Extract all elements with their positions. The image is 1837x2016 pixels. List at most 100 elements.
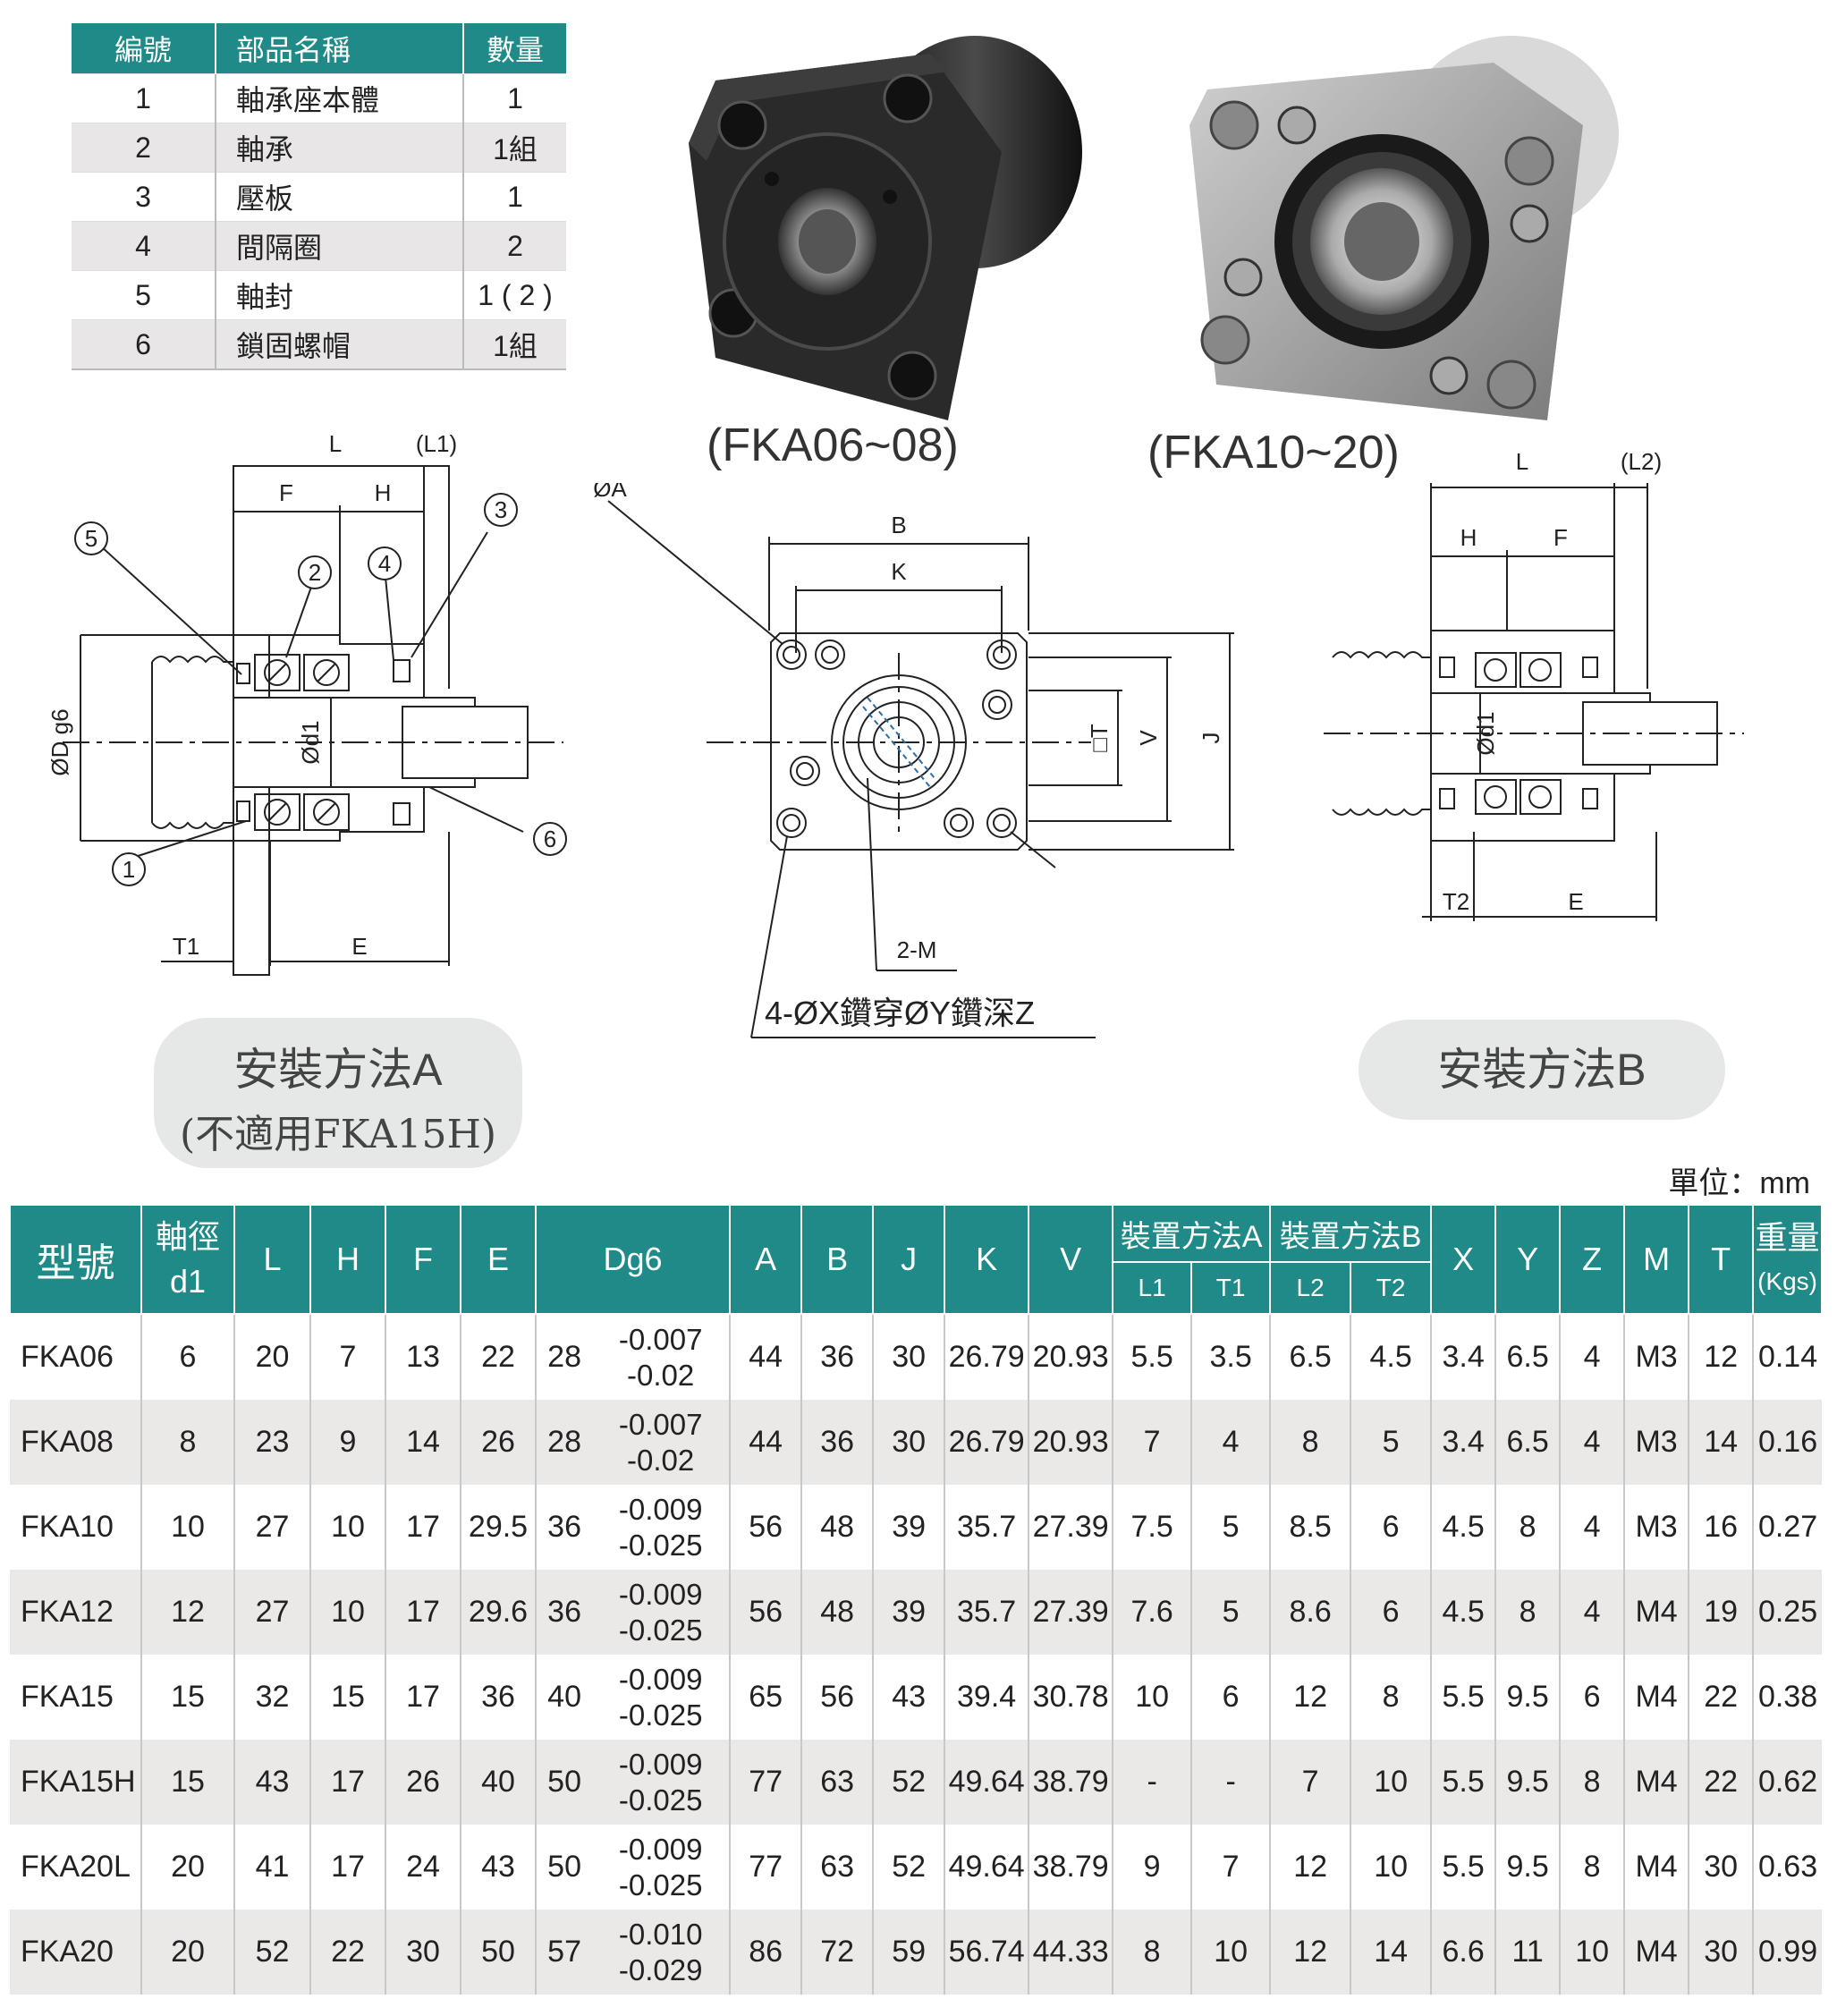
parts-cell-no: 6	[72, 319, 216, 369]
cell-v: 27.39	[1029, 1485, 1114, 1570]
parts-cell-name: 軸承	[216, 123, 464, 173]
parts-cell-qty: 1	[463, 172, 566, 222]
cell-b: 36	[801, 1400, 875, 1485]
parts-cell-name: 鎖固螺帽	[216, 319, 464, 369]
mount-a-drawing: 5 2 4 3 1 6 L (L1) F H T1 E ØD g6 Ød1	[47, 430, 567, 976]
header-v: V	[1028, 1204, 1114, 1315]
tolerance-lower: -0.025	[618, 1698, 703, 1732]
cell-j: 52	[873, 1740, 946, 1825]
cell-m: M4	[1624, 1570, 1690, 1655]
cell-w: 0.63	[1757, 1850, 1818, 1884]
cell-model: FKA12	[10, 1570, 142, 1655]
header-l1: L1	[1112, 1261, 1193, 1315]
cell-h: 17	[310, 1740, 386, 1825]
cell-d: 36	[536, 1570, 593, 1655]
cell-y: 6.5	[1495, 1314, 1562, 1400]
callout-4: 4	[378, 550, 391, 577]
cell-t: 12	[1689, 1314, 1755, 1400]
cell-h: 7	[310, 1314, 386, 1400]
cell-t: 30	[1689, 1825, 1755, 1910]
cell-d: 40	[547, 1680, 581, 1714]
cell-h: 10	[310, 1485, 386, 1570]
cell-e: 29.5	[461, 1485, 537, 1570]
cell-dg6-tolerance: -0.009-0.025	[592, 1825, 732, 1910]
cell-j: 43	[873, 1655, 946, 1740]
parts-cell-no: 5	[72, 270, 216, 320]
cell-dg6-tolerance: -0.009-0.025	[592, 1570, 732, 1655]
cell-l2: 6.5	[1270, 1314, 1352, 1400]
header-m: M	[1623, 1204, 1690, 1315]
dim-label-e: E	[1568, 888, 1583, 915]
cell-d: 50	[536, 1740, 593, 1825]
cell-t2: 6	[1350, 1570, 1433, 1655]
cell-y: 11	[1495, 1910, 1562, 1995]
cell-d1: 20	[141, 1825, 235, 1910]
cell-w: 0.14	[1757, 1340, 1818, 1374]
header-shaft: 軸徑 d1	[140, 1204, 235, 1315]
header-weight-line2: (Kgs)	[1757, 1266, 1817, 1295]
cell-t1: 5	[1191, 1485, 1272, 1570]
header-k: K	[944, 1204, 1030, 1315]
cell-t1: 10	[1191, 1910, 1272, 1995]
cell-b: 56	[801, 1655, 875, 1740]
cell-l: 43	[234, 1740, 311, 1825]
cell-k: 26.79	[944, 1400, 1030, 1485]
cell-z: 8	[1560, 1740, 1626, 1825]
cell-dg6-tolerance: -0.010-0.029	[592, 1910, 732, 1995]
cell-l2: 8	[1270, 1400, 1352, 1485]
cell-l2: 12	[1270, 1910, 1352, 1995]
cell-v: 38.79	[1029, 1825, 1114, 1910]
cell-t2: 10	[1350, 1740, 1433, 1825]
cell-z: 4	[1560, 1314, 1626, 1400]
spec-table: 型號 軸徑 d1 L H F E Dg6 A B J K V 裝置方法A 裝置方…	[9, 1204, 1823, 1995]
cell-x: 3.4	[1431, 1314, 1497, 1400]
cell-d: 28	[547, 1340, 581, 1374]
cell-y: 9.5	[1495, 1825, 1562, 1910]
mount-method-a-title: 安裝方法A	[233, 1045, 443, 1095]
cell-k: 56.74	[944, 1910, 1030, 1995]
cell-t2: 6	[1350, 1485, 1433, 1570]
cell-x: 4.5	[1431, 1570, 1497, 1655]
cell-d1: 8	[141, 1400, 235, 1485]
header-e: E	[460, 1204, 537, 1315]
cell-v: 38.79	[1029, 1740, 1114, 1825]
cell-h: 15	[310, 1655, 386, 1740]
cell-t: 22	[1689, 1655, 1755, 1740]
cell-d1: 15	[141, 1655, 235, 1740]
cell-k: 49.64	[944, 1825, 1030, 1910]
cell-model: FKA20L	[10, 1825, 142, 1910]
tolerance-lower: -0.02	[627, 1358, 695, 1392]
cell-w: 0.27	[1757, 1510, 1818, 1544]
cell-l1: 5.5	[1113, 1314, 1193, 1400]
tolerance-upper: -0.009	[618, 1662, 703, 1696]
cell-t2: 4.5	[1350, 1314, 1433, 1400]
cell-l1: -	[1113, 1740, 1193, 1825]
tolerance-lower: -0.025	[618, 1783, 703, 1817]
parts-cell-name: 軸承座本體	[216, 73, 464, 123]
cell-dg6-tolerance: -0.007-0.02	[592, 1314, 732, 1400]
cell-x: 3.4	[1431, 1400, 1497, 1485]
cell-f: 26	[385, 1740, 461, 1825]
tolerance-upper: -0.009	[618, 1747, 703, 1781]
spec-header-row-1: 型號 軸徑 d1 L H F E Dg6 A B J K V 裝置方法A 裝置方…	[9, 1204, 1823, 1315]
mount-method-b-pill: 安裝方法B	[1359, 1020, 1725, 1120]
cell-t2: 5	[1350, 1400, 1433, 1485]
cell-v: 44.33	[1029, 1910, 1114, 1995]
cell-k: 39.4	[944, 1655, 1030, 1740]
cell-dg6-tolerance: -0.009-0.025	[592, 1655, 732, 1740]
fka10-product-image	[1189, 36, 1619, 420]
cell-f: 17	[385, 1570, 461, 1655]
dim-label-dia-d1: Ød1	[1472, 711, 1499, 755]
dim-label-h: H	[1460, 524, 1477, 551]
cell-m: M3	[1624, 1485, 1690, 1570]
cell-e: 36	[461, 1655, 537, 1740]
cell-l: 52	[234, 1910, 311, 1995]
tolerance-upper: -0.007	[618, 1322, 703, 1356]
cell-d1: 20	[141, 1910, 235, 1995]
